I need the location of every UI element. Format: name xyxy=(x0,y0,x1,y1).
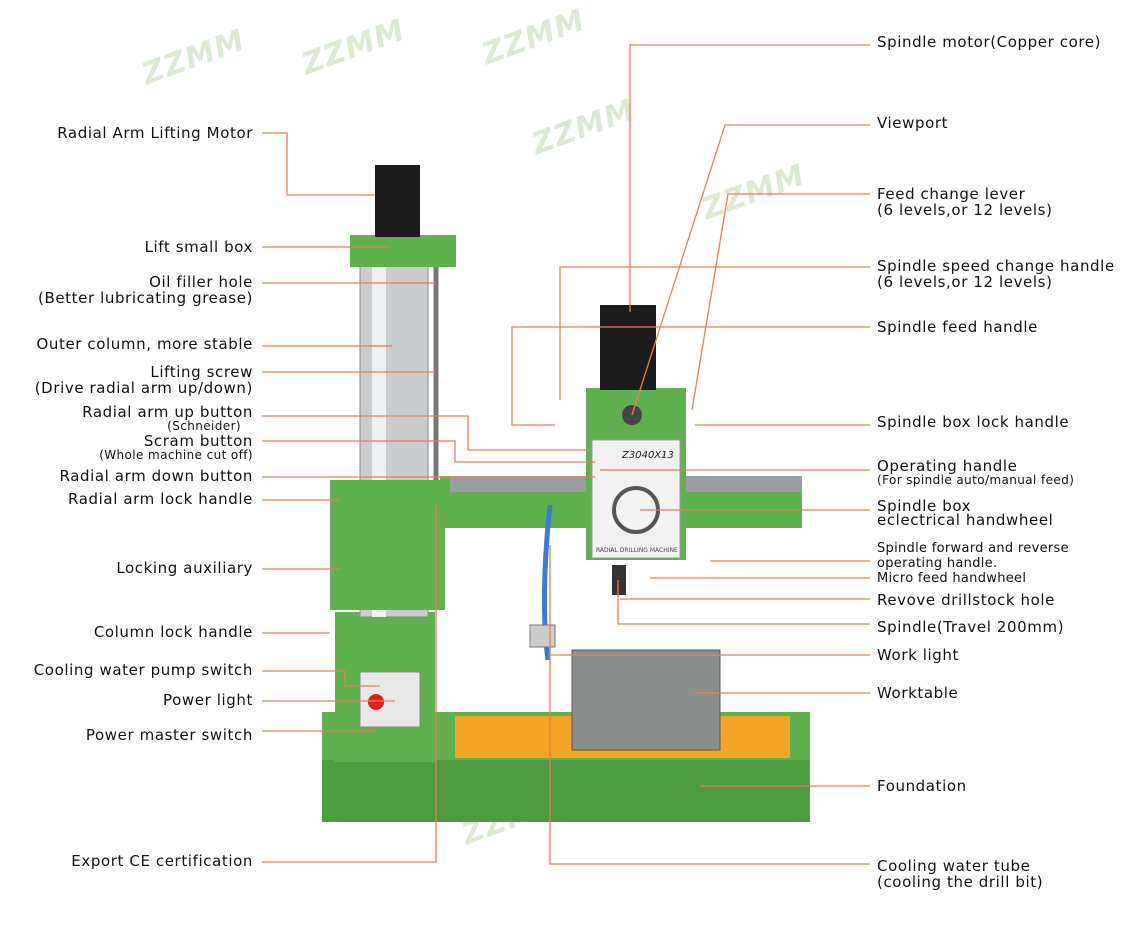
label: Lift small box xyxy=(145,239,253,255)
label-subtext: (Better lubricating grease) xyxy=(38,289,253,307)
worktable xyxy=(571,649,721,751)
label-text: Spindle motor(Copper core) xyxy=(877,33,1102,51)
label: Spindle(Travel 200mm) xyxy=(877,619,1064,635)
label-subtext: eclectrical handwheel xyxy=(877,511,1054,529)
label: Scram button(Whole machine cut off) xyxy=(99,433,253,462)
leader-line xyxy=(617,580,870,625)
label-text: Lifting screw xyxy=(150,363,253,381)
label-text: Radial arm lock handle xyxy=(68,490,253,508)
label-subtext: (Drive radial arm up/down) xyxy=(34,379,253,397)
label: Radial arm down button xyxy=(60,468,254,484)
leader-line xyxy=(629,44,870,312)
label: Feed change lever(6 levels,or 12 levels) xyxy=(877,186,1053,218)
label-text: Power light xyxy=(163,691,253,709)
power-master-switch xyxy=(368,694,384,710)
label-text: Feed change lever xyxy=(877,185,1026,203)
leader-lines xyxy=(262,44,870,865)
label-text: Lift small box xyxy=(144,238,253,256)
spindle xyxy=(612,565,626,595)
leader-line xyxy=(262,505,437,863)
label: Outer column, more stable xyxy=(36,336,253,352)
label: Lifting screw(Drive radial arm up/down) xyxy=(35,364,253,396)
label-subtext: (For spindle auto/manual feed) xyxy=(877,473,1075,487)
leader-line xyxy=(559,266,870,400)
label-text: Outer column, more stable xyxy=(36,335,253,353)
label-text: Spindle feed handle xyxy=(877,318,1038,336)
label-subtext: (cooling the drill bit) xyxy=(877,873,1044,891)
leader-line xyxy=(631,124,870,416)
label: Power light xyxy=(163,692,253,708)
label-text: Radial Arm Lifting Motor xyxy=(57,124,253,142)
label: Column lock handle xyxy=(94,624,253,640)
label-text: Power master switch xyxy=(85,726,253,744)
label: Spindle feed handle xyxy=(877,319,1038,335)
label-text: Worktable xyxy=(877,684,959,702)
leader-line xyxy=(262,415,590,451)
label: Spindle speed change handle(6 levels,or … xyxy=(877,258,1115,290)
label-text: Spindle box lock handle xyxy=(877,413,1070,431)
label: Export CE certification xyxy=(71,853,253,869)
leader-line xyxy=(262,670,380,687)
label-subtext: (6 levels,or 12 levels) xyxy=(877,273,1053,291)
label-text: Operating handle xyxy=(877,457,1018,475)
leader-line xyxy=(262,132,375,196)
label-text: Spindle forward and reverse xyxy=(877,541,1069,556)
label: Spindle box lock handle xyxy=(877,414,1069,430)
label: Radial arm up button(Schneider) xyxy=(82,404,253,433)
label-text: Work light xyxy=(877,646,959,664)
label-text: Radial arm up button xyxy=(82,403,253,421)
label-subtext: operating handle. xyxy=(877,556,998,571)
label-text: Radial arm down button xyxy=(59,467,253,485)
label: Oil filler hole(Better lubricating greas… xyxy=(38,274,253,306)
label: Foundation xyxy=(877,778,967,794)
label-text: Viewport xyxy=(877,114,949,132)
lifting-motor xyxy=(375,165,420,237)
spindle-motor xyxy=(600,305,656,390)
label-text: Spindle speed change handle xyxy=(877,257,1115,275)
label-text: Micro feed handwheel xyxy=(877,571,1027,586)
label: Cooling water pump switch xyxy=(34,662,253,678)
leader-line xyxy=(511,326,870,426)
label: Power master switch xyxy=(86,727,253,743)
label: Locking auxiliary xyxy=(116,560,253,576)
leader-line xyxy=(262,440,595,463)
label: Worktable xyxy=(877,685,958,701)
label: Radial arm lock handle xyxy=(68,491,253,507)
label-text: Spindle box xyxy=(877,497,972,515)
label-text: Oil filler hole xyxy=(149,273,253,291)
label-text: Locking auxiliary xyxy=(116,559,253,577)
work-light xyxy=(529,624,556,648)
leader-line xyxy=(549,545,870,865)
label-text: Scram button xyxy=(143,432,253,450)
label: Operating handle(For spindle auto/manual… xyxy=(877,458,1074,487)
name-plate: RADIAL DRILLING MACHINE xyxy=(596,547,678,554)
lift-small-box xyxy=(350,235,456,267)
leader-line xyxy=(691,193,870,411)
label-text: Foundation xyxy=(877,777,967,795)
label: Revove drillstock hole xyxy=(877,592,1055,608)
label-text: Revove drillstock hole xyxy=(877,591,1055,609)
label-text: Cooling water tube xyxy=(877,857,1031,875)
label-text: Spindle(Travel 200mm) xyxy=(877,618,1065,636)
label-text: Column lock handle xyxy=(93,623,253,641)
label-subtext: (Schneider) xyxy=(167,419,241,433)
arm-housing xyxy=(330,480,445,610)
label: Work light xyxy=(877,647,959,663)
label: Micro feed handwheel xyxy=(877,571,1026,586)
label: Radial Arm Lifting Motor xyxy=(57,125,253,141)
label-text: Cooling water pump switch xyxy=(33,661,253,679)
spindle-box-panel xyxy=(591,439,681,559)
label-subtext: (6 levels,or 12 levels) xyxy=(877,201,1053,219)
label-subtext: (Whole machine cut off) xyxy=(99,448,253,462)
label: Viewport xyxy=(877,115,948,131)
model-plate: Z3040X13 xyxy=(621,450,674,461)
label: Cooling water tube(cooling the drill bit… xyxy=(877,858,1043,890)
label: Spindle motor(Copper core) xyxy=(877,34,1101,50)
label-text: Export CE certification xyxy=(71,852,253,870)
